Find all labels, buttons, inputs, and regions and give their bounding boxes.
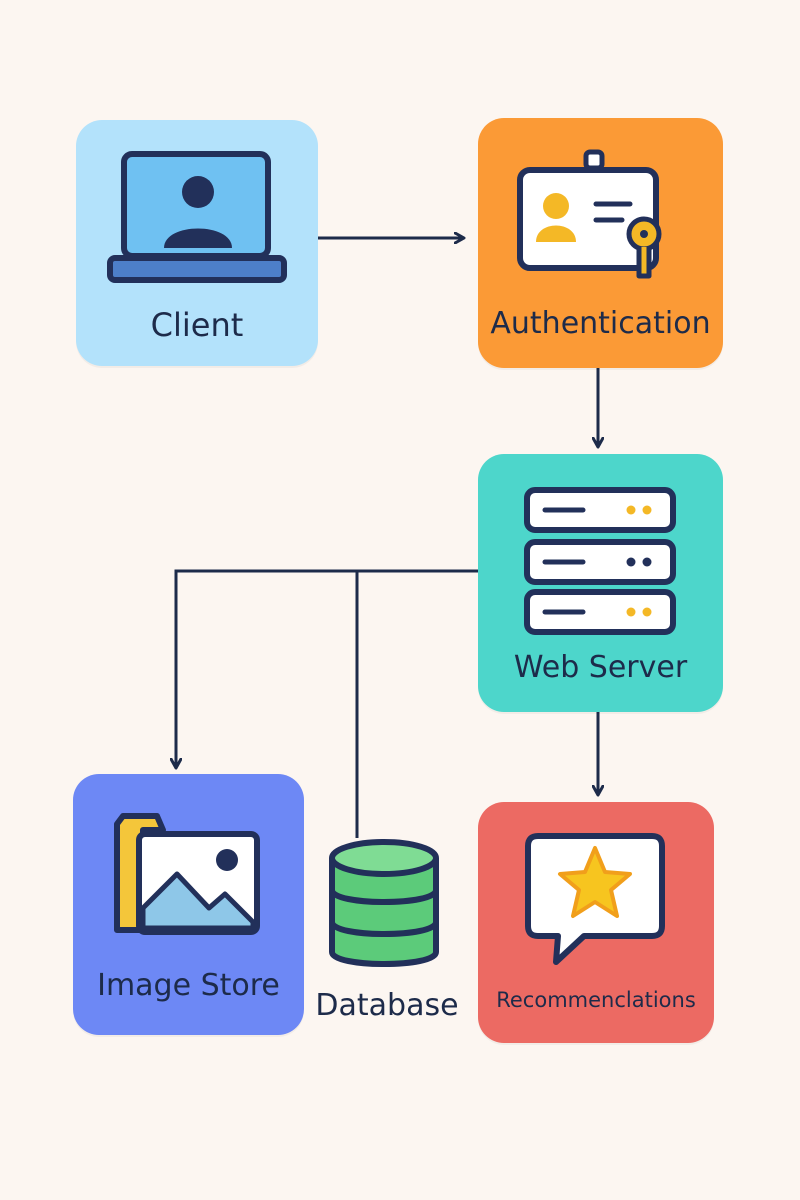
image-folder-icon	[114, 813, 260, 935]
image-store-label: Image Store	[97, 968, 280, 1003]
client-label: Client	[150, 306, 244, 344]
authentication-node[interactable]: Authentication	[478, 118, 723, 368]
authentication-label: Authentication	[490, 306, 711, 341]
star-speech-bubble-icon	[525, 833, 665, 965]
web-server-node[interactable]: Web Server	[478, 454, 723, 712]
recommendations-label: Recommenclations	[496, 988, 696, 1012]
database-icon	[329, 839, 439, 967]
server-rack-icon	[524, 487, 676, 635]
client-node[interactable]: Client	[76, 120, 318, 366]
laptop-user-icon	[107, 151, 287, 283]
recommendations-node[interactable]: Recommenclations	[478, 802, 714, 1043]
edge-web-server-to-image-store	[176, 569, 478, 768]
id-badge-key-icon	[517, 149, 662, 279]
database-node[interactable]: Database	[312, 832, 462, 1032]
database-label: Database	[315, 988, 459, 1023]
web-server-label: Web Server	[513, 650, 688, 685]
image-store-node[interactable]: Image Store	[73, 774, 304, 1035]
